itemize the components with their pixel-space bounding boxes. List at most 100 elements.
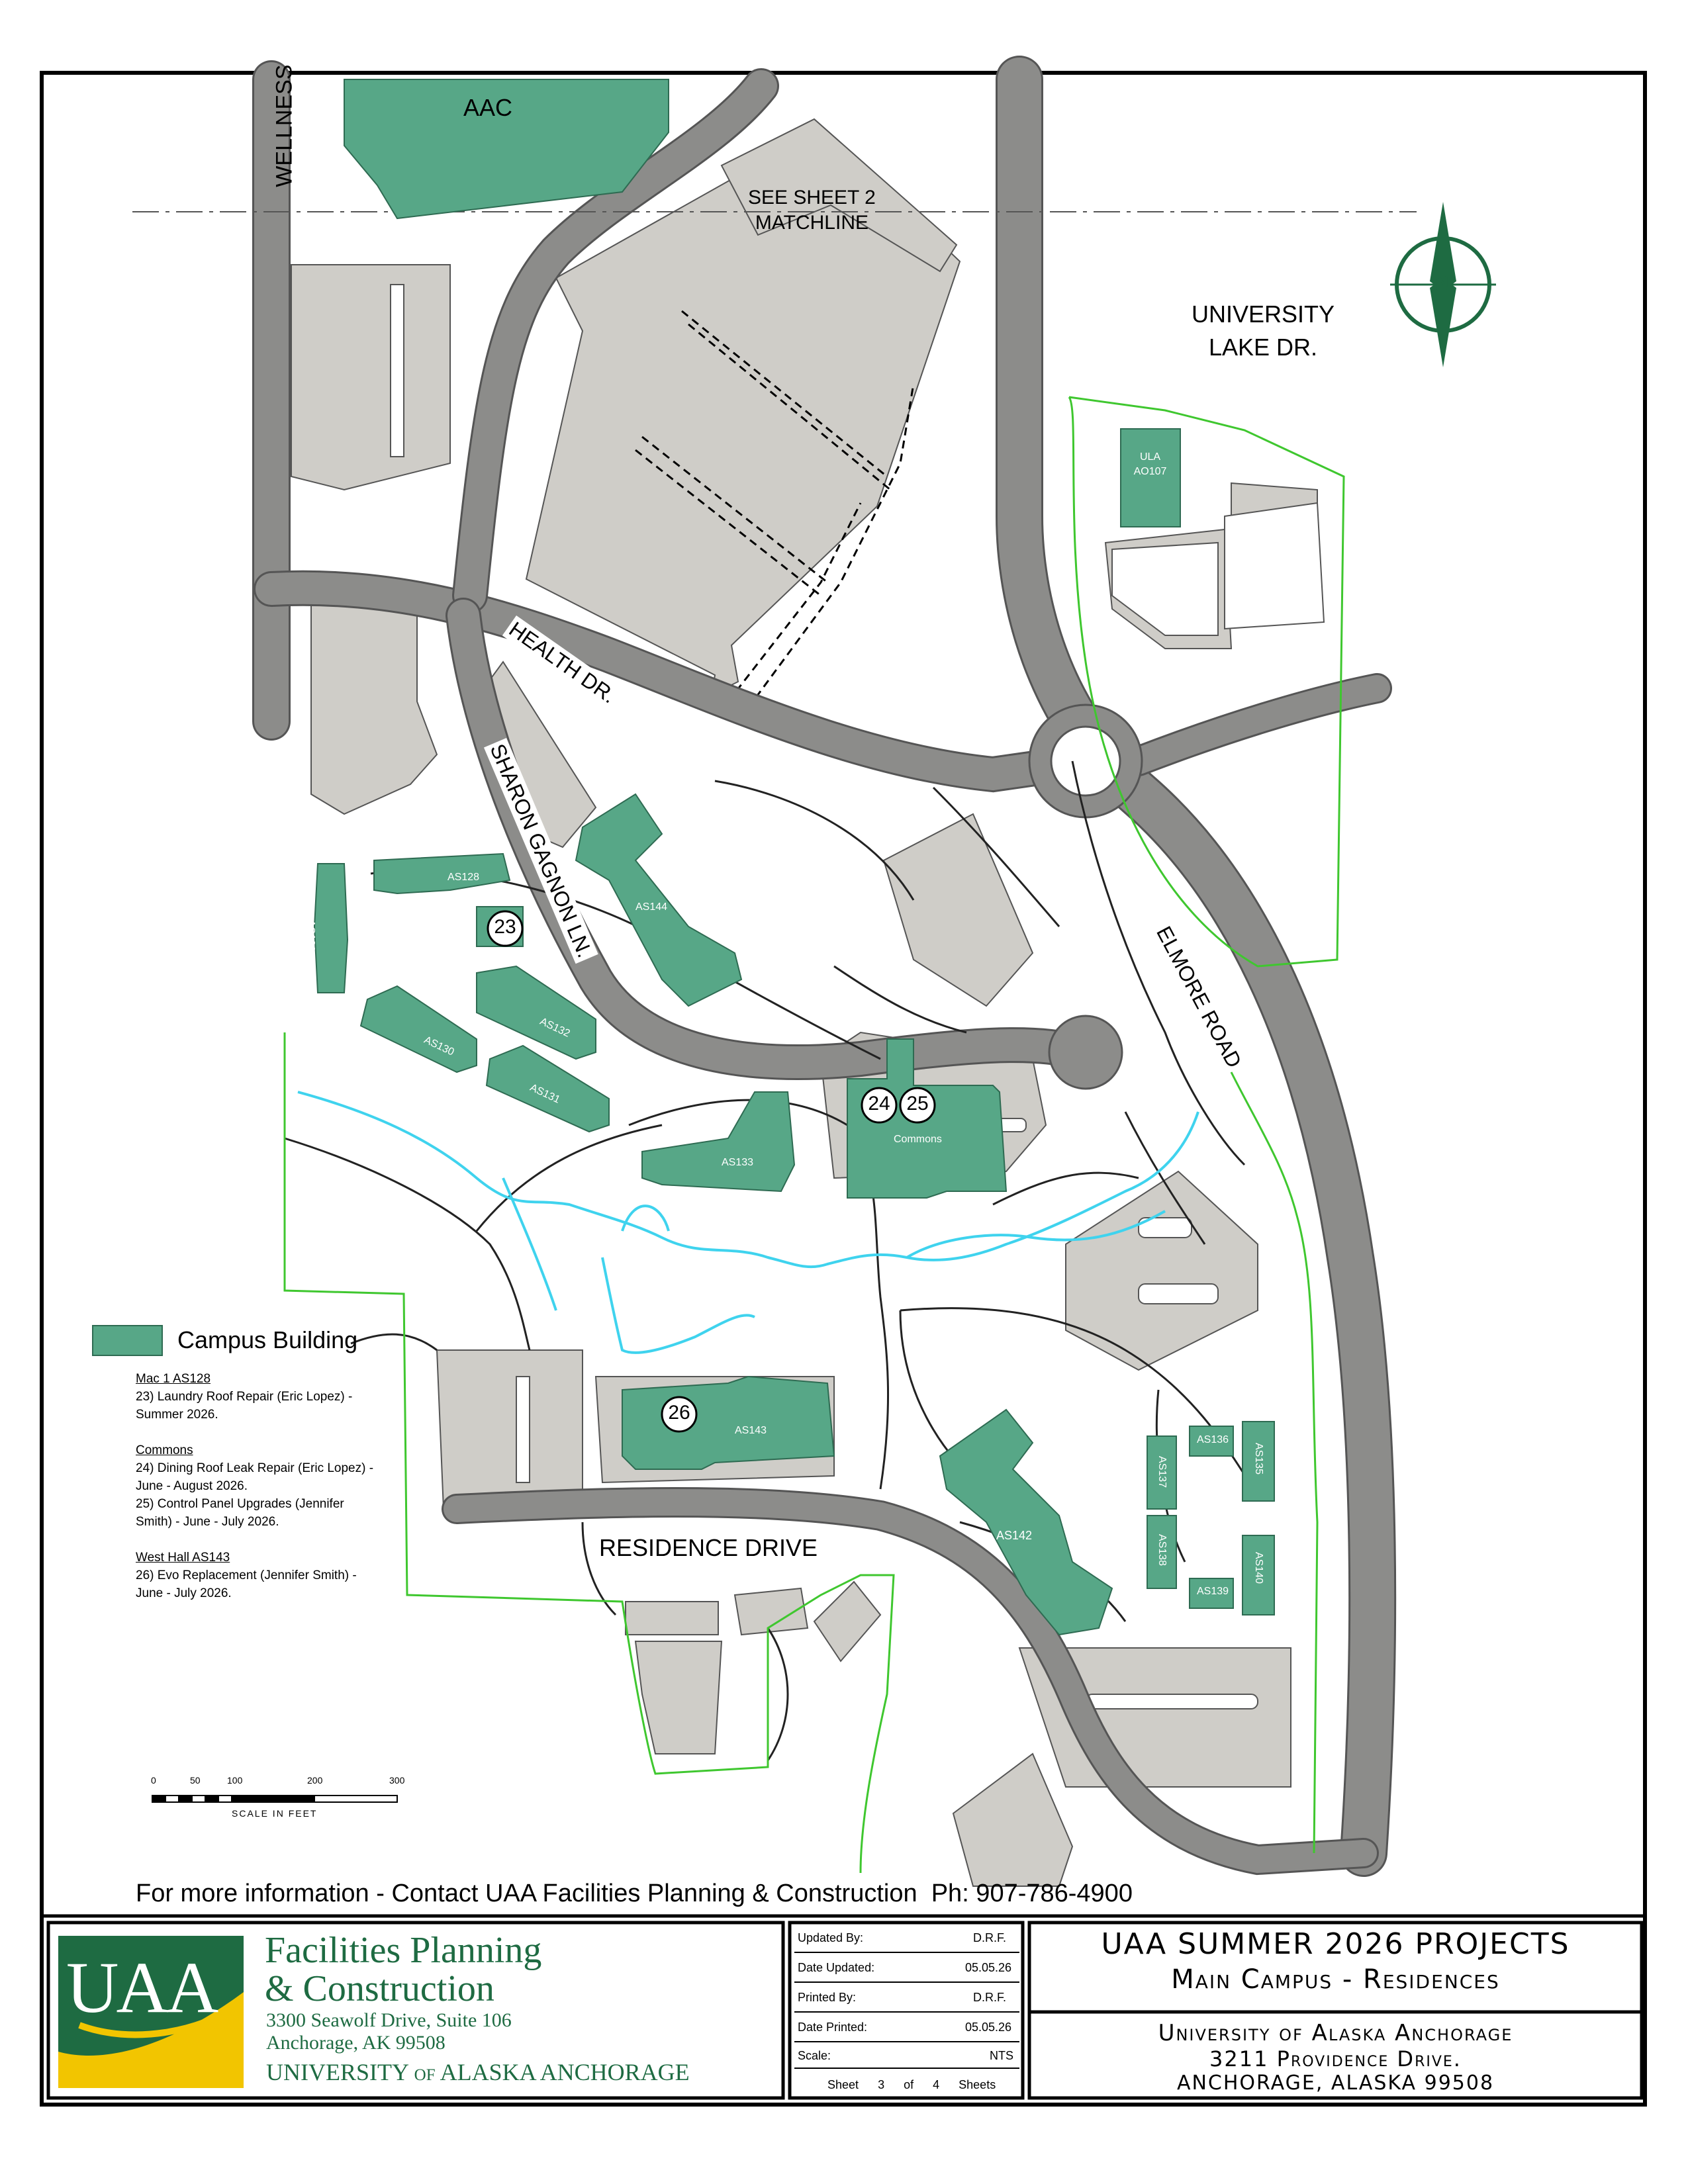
sheet-num: 3 xyxy=(878,2078,885,2091)
ula-line-1: ULA xyxy=(1139,451,1161,463)
sheet-count: Sheet 3 of 4 Sheets xyxy=(827,2078,996,2092)
compass xyxy=(1390,202,1496,367)
building-as135 xyxy=(1242,1421,1275,1502)
road-label-wellness: WELLNESS xyxy=(271,64,297,187)
marker-23: 23 xyxy=(494,916,516,938)
cul-de-sac xyxy=(1048,1015,1123,1090)
university-street: 3211 Providence Drive. xyxy=(1209,2046,1462,2071)
field-scale-label: Scale: xyxy=(798,2049,831,2062)
field-updated-by-value: D.R.F. xyxy=(973,1931,1007,1944)
matchline-label: SEE SHEET 2 MATCHLINE xyxy=(748,185,876,236)
field-updated-by-label: Updated By: xyxy=(798,1931,864,1944)
field-date-updated-label: Date Updated: xyxy=(798,1961,875,1974)
building-label-as128: AS128 xyxy=(447,872,480,883)
field-printed-by-label: Printed By: xyxy=(798,1991,857,2004)
university-city: ANCHORAGE, ALASKA 99508 xyxy=(1176,2071,1495,2095)
org-name: Facilities Planning & Construction xyxy=(265,1931,541,2008)
legend-line: June - July 2026. xyxy=(136,1586,232,1600)
property-boundary xyxy=(283,396,1345,1874)
legend-group-2: Commons 24) Dining Roof Leak Repair (Eri… xyxy=(136,1441,420,1531)
legend-group-heading: Mac 1 AS128 xyxy=(136,1372,211,1386)
building-label-as138: AS138 xyxy=(1156,1534,1168,1567)
org-address: 3300 Seawolf Drive, Suite 106 Anchorage,… xyxy=(266,2009,512,2054)
building-as130 xyxy=(359,985,477,1073)
legend-title: Campus Building xyxy=(177,1326,358,1353)
legend-line: 24) Dining Roof Leak Repair (Eric Lopez)… xyxy=(136,1461,374,1475)
org-university: UNIVERSITY of ALASKA ANCHORAGE xyxy=(266,2059,690,2085)
building-as144 xyxy=(575,793,743,1007)
field-date-updated-value: 05.05.26 xyxy=(965,1961,1012,1974)
building-as132 xyxy=(476,965,596,1060)
building-as128 xyxy=(373,852,511,895)
university-lake-line-2: LAKE DR. xyxy=(1208,334,1318,361)
building-as138 xyxy=(1147,1515,1177,1589)
scale-tick-100: 100 xyxy=(227,1775,243,1786)
scale-tick-50: 50 xyxy=(190,1775,201,1786)
building-as140 xyxy=(1242,1535,1275,1615)
org-address-line-1: 3300 Seawolf Drive, Suite 106 xyxy=(266,2009,512,2031)
matchline-line-2: MATCHLINE xyxy=(755,212,868,234)
building-label-as143: AS143 xyxy=(735,1425,767,1436)
matchline-line-1: SEE SHEET 2 xyxy=(748,187,876,208)
parking-lots xyxy=(291,118,1318,1887)
building-as143 xyxy=(622,1375,835,1470)
org-name-line-1: Facilities Planning xyxy=(265,1930,542,1971)
project-title: UAA SUMMER 2026 PROJECTS xyxy=(1101,1927,1570,1961)
project-markers xyxy=(487,910,936,1433)
legend-group-heading: West Hall AS143 xyxy=(136,1551,230,1565)
building-ula xyxy=(1120,428,1181,527)
legend-line: 23) Laundry Roof Repair (Eric Lopez) - xyxy=(136,1390,353,1404)
building-as137 xyxy=(1147,1435,1177,1510)
creek xyxy=(297,1091,1199,1354)
ula-line-2: AO107 xyxy=(1133,466,1167,477)
building-as142 xyxy=(939,1408,1113,1636)
legend-line: 26) Evo Replacement (Jennifer Smith) - xyxy=(136,1569,357,1582)
roads xyxy=(252,56,1397,1877)
building-label-as129: AS129 xyxy=(305,920,316,952)
building-label-commons: Commons xyxy=(894,1134,942,1145)
scale-bar xyxy=(152,1795,398,1803)
project-subtitle: Main Campus - Residences xyxy=(1171,1964,1500,1995)
uaa-logo-text: UAA xyxy=(66,1947,218,2028)
field-date-printed-value: 05.05.26 xyxy=(965,2021,1012,2034)
road-label-university-lake: UNIVERSITY LAKE DR. xyxy=(1192,298,1335,364)
legend-group-3: West Hall AS143 26) Evo Replacement (Jen… xyxy=(136,1549,420,1602)
building-as136 xyxy=(1189,1426,1234,1457)
contact-line: For more information - Contact UAA Facil… xyxy=(136,1880,1133,1907)
building-as133 xyxy=(641,1091,796,1193)
field-date-printed-label: Date Printed: xyxy=(798,2021,868,2034)
legend-group-1: Mac 1 AS128 23) Laundry Roof Repair (Eri… xyxy=(136,1370,420,1424)
building-label-as136: AS136 xyxy=(1197,1434,1229,1445)
building-as129 xyxy=(313,863,349,993)
legend-line: Smith) - June - July 2026. xyxy=(136,1515,279,1529)
building-label-as137: AS137 xyxy=(1156,1456,1168,1488)
title-block-fields xyxy=(794,1952,1019,2069)
scale-caption: SCALE IN FEET xyxy=(232,1808,318,1819)
marker-26: 26 xyxy=(668,1402,690,1424)
sheet-of: of xyxy=(904,2078,914,2091)
marker-24: 24 xyxy=(868,1093,890,1115)
title-block-frame xyxy=(42,1914,1645,2100)
sheet-total: 4 xyxy=(933,2078,940,2091)
building-label-as140: AS140 xyxy=(1253,1552,1264,1584)
building-label-aac: AAC xyxy=(463,94,513,121)
marker-25: 25 xyxy=(906,1093,929,1115)
building-label-as135: AS135 xyxy=(1253,1443,1264,1475)
building-as139 xyxy=(1189,1578,1234,1609)
building-aac xyxy=(344,79,669,220)
building-label-as142: AS142 xyxy=(996,1529,1033,1542)
field-printed-by-value: D.R.F. xyxy=(973,1991,1007,2004)
building-label-as139: AS139 xyxy=(1197,1586,1229,1597)
legend-group-heading: Commons xyxy=(136,1443,193,1457)
university-name: University of Alaska Anchorage xyxy=(1158,2020,1513,2046)
org-name-line-2: & Construction xyxy=(265,1968,494,2009)
scale-tick-0: 0 xyxy=(151,1775,156,1786)
sheet-border xyxy=(40,71,1647,2107)
road-label-residence-drive: RESIDENCE DRIVE xyxy=(599,1534,818,1561)
sheet-suffix: Sheets xyxy=(959,2078,996,2091)
sheet-prefix: Sheet xyxy=(827,2078,859,2091)
legend-line: 25) Control Panel Upgrades (Jennifer xyxy=(136,1497,344,1511)
uaa-logo xyxy=(58,1936,244,2088)
scale-tick-300: 300 xyxy=(389,1775,405,1786)
